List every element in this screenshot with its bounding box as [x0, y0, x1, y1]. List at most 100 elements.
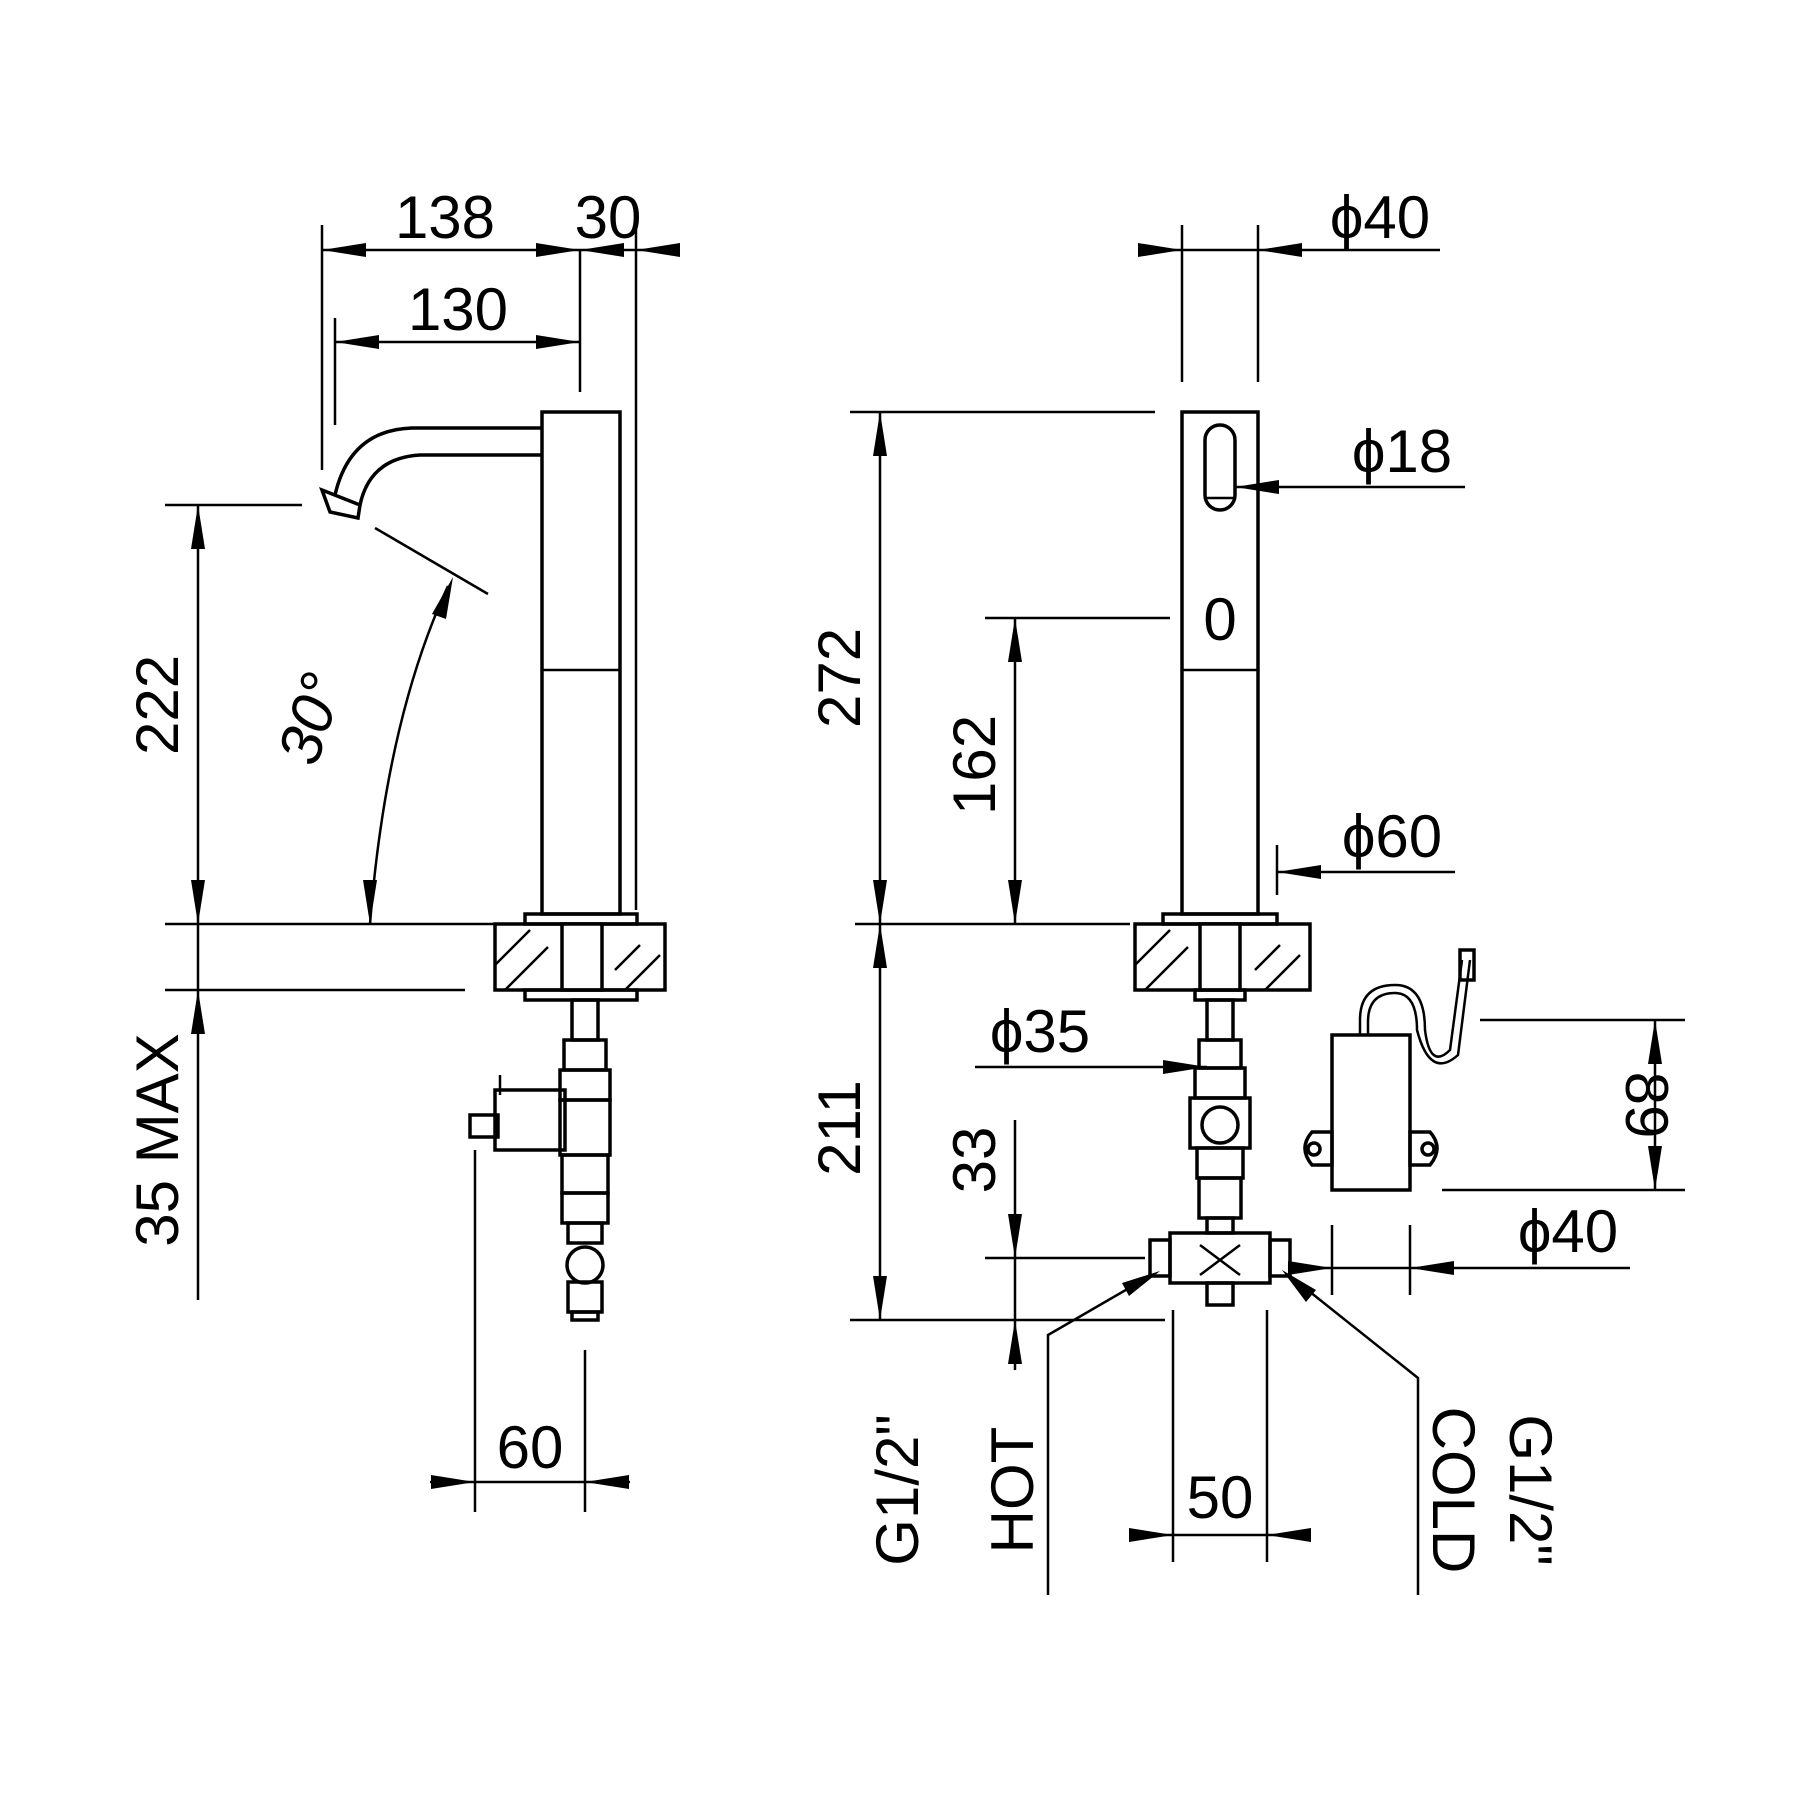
cold-label: COLD	[1420, 1407, 1487, 1574]
front-view: 0	[855, 410, 1476, 1307]
arrow	[1008, 880, 1022, 924]
arrow	[1410, 1261, 1454, 1275]
dim-30: 30	[575, 184, 642, 251]
arrow	[191, 880, 205, 924]
arrow	[432, 577, 453, 619]
box-mount-right	[1408, 1130, 1439, 1167]
dim-222: 222	[124, 655, 191, 755]
control-box	[1330, 1033, 1412, 1192]
dim-33: 33	[941, 1127, 1008, 1194]
outlet-thread	[1205, 1281, 1235, 1307]
section-hatch-front	[1134, 929, 1301, 991]
inlet-fitting	[566, 1280, 604, 1314]
supply-pipe-front	[1205, 998, 1235, 1042]
dim-211: 211	[806, 1080, 873, 1176]
arrow	[1008, 1320, 1022, 1364]
arrow	[580, 243, 624, 257]
shank-front	[1198, 922, 1242, 992]
dim-162: 162	[941, 715, 1008, 815]
arrow	[1648, 1020, 1662, 1064]
arrow	[1129, 1528, 1173, 1542]
sensor-cable-2	[1366, 959, 1472, 1065]
arrow	[1235, 480, 1279, 494]
nut-3	[560, 1153, 610, 1195]
arrow	[873, 1276, 887, 1320]
nut-front-4	[1197, 1176, 1243, 1220]
dim-phi60: ϕ60	[1342, 803, 1442, 870]
dim-138: 138	[395, 184, 495, 251]
nut-4	[560, 1191, 610, 1225]
arrow	[1258, 243, 1302, 257]
arrow	[873, 924, 887, 968]
nut-front-2	[1193, 1066, 1247, 1100]
spout-upper	[333, 426, 542, 496]
dim-89: 89	[1613, 1072, 1680, 1139]
dim-angle: 30°	[265, 665, 357, 772]
nut-front-3	[1195, 1146, 1245, 1180]
arrow	[322, 243, 366, 257]
dim-272: 272	[806, 628, 873, 728]
arrow	[1008, 1214, 1022, 1258]
angle-arc	[368, 585, 450, 925]
dim-130: 130	[408, 276, 508, 343]
hot-inlet-port	[1148, 1238, 1172, 1278]
dim-phi40-top: ϕ40	[1330, 184, 1430, 251]
hot-leader	[1046, 1274, 1151, 1595]
dim-50: 50	[1187, 1464, 1254, 1531]
arrow	[191, 990, 205, 1034]
arrow	[1138, 243, 1182, 257]
section-hatch	[494, 929, 661, 991]
supply-pipe	[570, 998, 600, 1042]
spout-lower	[358, 453, 542, 506]
arrow	[536, 335, 580, 349]
pipe-segment	[566, 1221, 604, 1245]
cold-inlet-port	[1268, 1238, 1292, 1278]
nut-2	[558, 1068, 612, 1102]
aerator-slot	[1203, 423, 1237, 512]
arrow	[1282, 1270, 1316, 1302]
sensor-cable	[1358, 959, 1464, 1058]
valve-knob	[1200, 1105, 1240, 1145]
hot-thread-label: G1/2"	[864, 1414, 931, 1565]
pipe-front	[1205, 1216, 1235, 1235]
arrow	[636, 243, 680, 257]
cable-connector	[1458, 948, 1476, 982]
box-mount-left	[1303, 1130, 1334, 1167]
cold-leader	[1289, 1275, 1420, 1595]
arrow	[585, 1475, 629, 1489]
arrow	[873, 880, 887, 924]
nut-1	[562, 1038, 608, 1072]
dim-35-max: 35 MAX	[124, 1033, 191, 1246]
faucet-body	[540, 410, 622, 916]
mount-hole-right	[1420, 1141, 1436, 1157]
arrow	[1267, 1528, 1311, 1542]
side-view	[165, 410, 667, 1322]
arrow	[1288, 1261, 1332, 1275]
arrow	[363, 880, 377, 924]
dim-phi35: ϕ35	[990, 998, 1090, 1065]
dim-phi18: ϕ18	[1352, 418, 1452, 485]
mount-hole-left	[1306, 1141, 1322, 1157]
mixer-valve	[565, 1245, 605, 1285]
arrow	[335, 335, 379, 349]
inlet-thread	[570, 1310, 600, 1322]
angle-ref-line	[374, 526, 489, 596]
mixer-cross-mark	[1199, 1244, 1241, 1276]
dim-phi40-box: ϕ40	[1518, 1198, 1618, 1265]
arrow	[191, 505, 205, 549]
arrow	[873, 412, 887, 456]
solenoid-valve	[493, 1088, 567, 1152]
shank	[560, 922, 604, 992]
valve-body	[558, 1098, 612, 1157]
arrow	[1163, 1060, 1207, 1074]
arrow	[536, 243, 580, 257]
sensor-window: 0	[1203, 586, 1236, 653]
solenoid-connector	[468, 1113, 500, 1139]
cold-thread-label: G1/2"	[1497, 1414, 1564, 1565]
arrow	[1277, 865, 1321, 879]
arrow	[1648, 1146, 1662, 1190]
arrow	[1008, 618, 1022, 662]
hot-label: HOT	[979, 1427, 1046, 1554]
arrow	[1122, 1271, 1160, 1296]
